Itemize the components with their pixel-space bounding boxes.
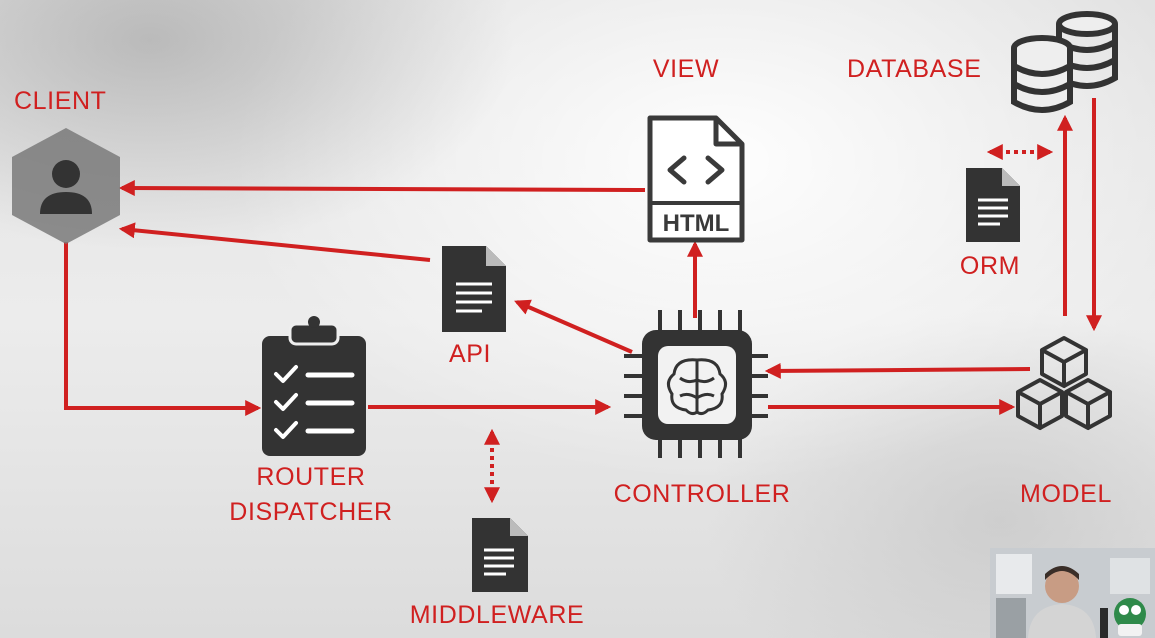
database-label: DATABASE <box>847 55 982 83</box>
cpu-brain-icon <box>624 310 768 458</box>
controller-label: CONTROLLER <box>613 480 791 508</box>
arrow-api-to-client <box>118 222 431 262</box>
document-icon <box>442 246 506 332</box>
presenter-video-image <box>990 548 1155 638</box>
webcam-overlay <box>990 548 1155 638</box>
model-label: MODEL <box>1020 480 1112 508</box>
dispatcher-label: DISPATCHER <box>229 498 393 526</box>
database-icon <box>1011 11 1118 113</box>
html-file-icon: HTML <box>647 115 745 243</box>
html-icon-text: HTML <box>663 210 730 237</box>
document-icon <box>966 168 1020 242</box>
document-icon <box>472 518 528 592</box>
arrow-controller-to-api <box>514 299 633 354</box>
user-icon <box>12 128 120 244</box>
orm-label: ORM <box>959 252 1021 280</box>
api-label: API <box>448 340 492 368</box>
view-label: VIEW <box>652 55 720 83</box>
cubes-icon <box>1016 336 1112 430</box>
client-label: CLIENT <box>14 87 107 115</box>
arrow-model-to-controller <box>764 362 1031 379</box>
clipboard-checklist-icon <box>262 316 366 456</box>
arrow-client-to-router <box>64 242 262 416</box>
arrow-view-to-client <box>118 180 646 197</box>
middleware-label: MIDDLEWARE <box>409 601 585 629</box>
router-label: ROUTER <box>256 463 366 491</box>
